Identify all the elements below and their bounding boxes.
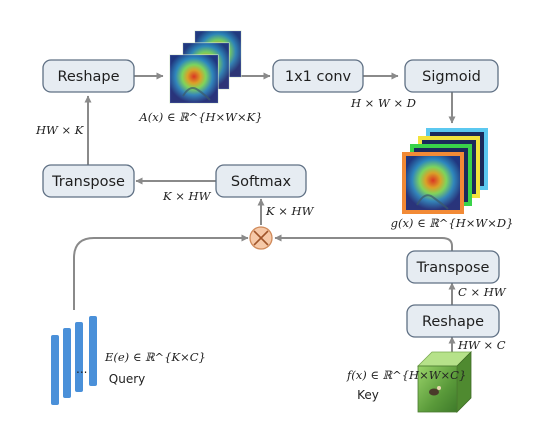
output-layer-front: [402, 152, 464, 214]
conv-box: 1x1 conv: [272, 59, 364, 93]
conv-label: 1x1 conv: [285, 69, 352, 85]
c-hw-label: C × HW: [458, 285, 507, 299]
transpose-left-label: Transpose: [51, 174, 125, 190]
query-ellipsis: ...: [76, 362, 87, 376]
sigmoid-label: Sigmoid: [422, 69, 481, 85]
k-hw-softmax-label: K × HW: [265, 204, 315, 218]
query-embedding-bars: ...: [51, 316, 97, 405]
reshape-top-box: Reshape: [42, 59, 135, 93]
reshape-bottom-label: Reshape: [422, 314, 484, 330]
feature-label: f(x) ∈ ℝ^{H×W×C}: [346, 368, 466, 382]
h-w-d-label: H × W × D: [350, 96, 416, 110]
transpose-right-box: Transpose: [406, 250, 500, 284]
softmax-box: Softmax: [215, 164, 307, 198]
hw-k-label: HW × K: [35, 123, 85, 137]
attention-map-stack: [169, 30, 242, 104]
query-label: Query: [109, 372, 145, 386]
key-feature-cube: [417, 351, 472, 413]
output-map-stack: [402, 128, 488, 214]
g-output-label: g(x) ∈ ℝ^{H×W×D}: [391, 216, 514, 230]
reshape-top-label: Reshape: [57, 69, 119, 85]
k-hw-left-label: K × HW: [162, 189, 212, 203]
hw-c-label: HW × C: [457, 338, 506, 352]
query-bar-2: [63, 328, 71, 398]
dimension-labels: A(x) ∈ ℝ^{H×W×K} HW × K H × W × D K × HW…: [35, 96, 513, 402]
arrow-transpose-to-multiply: [274, 234, 453, 251]
softmax-label: Softmax: [231, 174, 292, 190]
arrow-query-to-multiply: [73, 234, 249, 310]
connectors: [73, 72, 456, 352]
transpose-left-box: Transpose: [42, 164, 135, 198]
query-bar-1: [51, 335, 59, 405]
multiply-operator: [249, 226, 273, 250]
query-bar-4: [89, 316, 97, 386]
embedding-label: E(e) ∈ ℝ^{K×C}: [104, 350, 206, 364]
attention-map-label: A(x) ∈ ℝ^{H×W×K}: [138, 110, 262, 124]
key-label: Key: [357, 388, 379, 402]
query-bar-3: [75, 322, 83, 392]
transpose-right-label: Transpose: [416, 260, 490, 276]
sigmoid-box: Sigmoid: [404, 59, 499, 93]
heatmap-frame-front: [169, 54, 219, 104]
reshape-bottom-box: Reshape: [406, 304, 500, 338]
